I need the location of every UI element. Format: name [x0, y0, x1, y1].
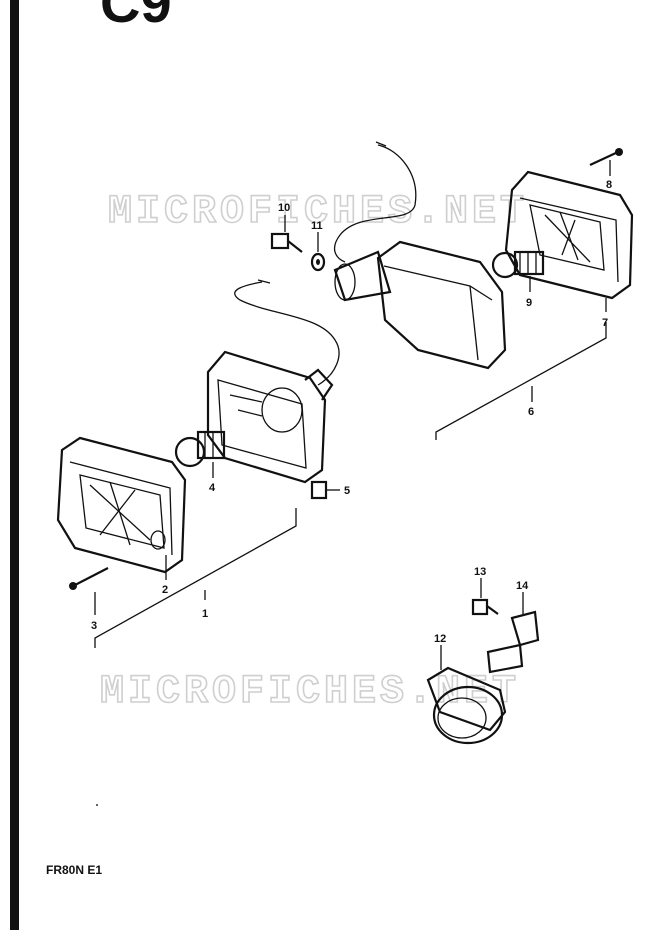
watermark-bottom: MICROFICHES.NET	[100, 670, 520, 715]
bulb-left	[174, 430, 226, 468]
callout-11: 11	[311, 220, 323, 232]
callout-7: 7	[602, 317, 608, 329]
screw-3	[69, 567, 109, 590]
bolt-10	[270, 232, 303, 253]
bolt-13	[471, 598, 499, 616]
horn-12	[426, 666, 507, 745]
page-code: C9	[100, 0, 172, 34]
leader-lines	[94, 160, 611, 670]
callout-2: 2	[162, 584, 168, 596]
left-margin-bar	[10, 0, 19, 930]
callout-13: 13	[474, 566, 486, 578]
screw-5	[310, 480, 328, 500]
callout-1: 1	[202, 608, 208, 620]
callout-8: 8	[606, 179, 612, 191]
callout-14: 14	[516, 580, 529, 592]
lens-right	[504, 170, 634, 300]
callout-4: 4	[209, 482, 216, 494]
washer-11	[310, 252, 326, 272]
model-label: FR80N E1	[46, 863, 102, 877]
callout-9: 9	[526, 297, 532, 309]
callout-5: 5	[344, 485, 350, 497]
turn-signal-assembly-right	[333, 141, 507, 370]
stray-dot	[96, 804, 98, 806]
callout-10: 10	[278, 202, 290, 214]
screw-8	[589, 148, 623, 166]
callout-12: 12	[434, 633, 446, 645]
watermark-top: MICROFICHES.NET	[108, 190, 528, 235]
bulb-right	[491, 250, 545, 279]
turn-signal-housing-left	[206, 279, 340, 484]
callout-3: 3	[91, 620, 97, 632]
lens-left	[56, 436, 187, 574]
bracket-14	[486, 610, 540, 674]
callout-6: 6	[528, 406, 534, 418]
